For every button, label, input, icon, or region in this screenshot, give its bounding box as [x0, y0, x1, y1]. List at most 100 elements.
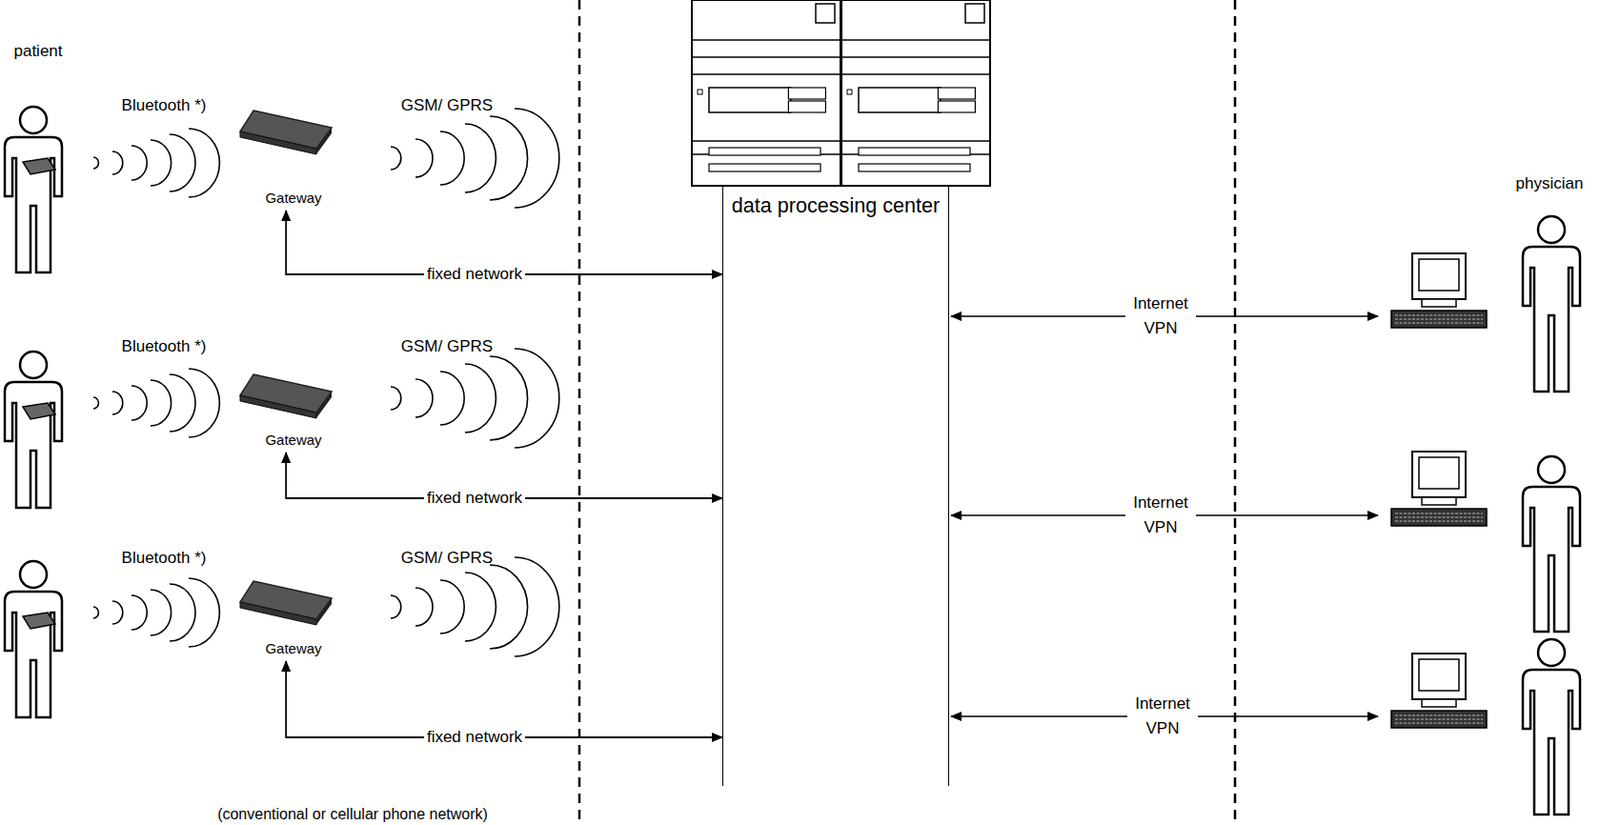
- rack-shelf: [841, 73, 991, 76]
- keyboard: [1391, 310, 1487, 328]
- text-label: patient: [13, 41, 62, 61]
- keyboard: [1391, 508, 1487, 527]
- radio-wave: [112, 151, 123, 175]
- dashed-divider: [1234, 0, 1237, 825]
- radio-wave: [415, 379, 433, 418]
- computer-icon: [1391, 653, 1487, 729]
- radio-wave: [169, 374, 196, 432]
- gateway-side: [316, 598, 332, 626]
- person-head: [1538, 639, 1565, 667]
- gateway-side: [316, 127, 332, 155]
- radio-wave: [390, 386, 402, 410]
- keyboard-keys: [1395, 322, 1483, 324]
- gateway-device: [240, 374, 332, 419]
- person-figure: [1522, 639, 1580, 815]
- node-label: Gateway: [264, 431, 322, 449]
- radio-wave: [131, 385, 147, 421]
- radio-wave: [93, 397, 99, 409]
- computer-icon: [1391, 451, 1487, 527]
- radio-wave: [169, 584, 196, 642]
- rack-panel: [937, 87, 975, 100]
- rack-shelf: [691, 39, 841, 41]
- radio-wave: [150, 140, 172, 186]
- radio-wave: [415, 139, 433, 178]
- edge-label: fixed network: [424, 264, 526, 284]
- radio-wave: [150, 380, 172, 426]
- gateway-node: Gateway: [262, 188, 325, 208]
- keyboard-keys: [1395, 516, 1483, 518]
- gateway-node: Gateway: [262, 430, 325, 450]
- radio-wave: [390, 595, 402, 619]
- screen: [1418, 457, 1459, 489]
- person-body: [1522, 669, 1580, 815]
- node-label: data processing center: [723, 193, 949, 219]
- radio-wave: [188, 578, 220, 648]
- radio-wave: [169, 134, 196, 192]
- edge-label: fixed network: [424, 728, 526, 748]
- rack-drive: [708, 163, 821, 172]
- gateway-node: Gateway: [262, 639, 325, 659]
- edge-label: fixed network: [424, 488, 526, 508]
- link-label: Internet VPN: [1125, 490, 1196, 541]
- rack-cabinet: [691, 0, 841, 186]
- person-figure: [1522, 216, 1580, 392]
- gateway-front: [240, 131, 317, 155]
- node-label: Gateway: [264, 189, 322, 207]
- rack-shelf: [691, 73, 841, 76]
- text-label: GSM/ GPRS: [401, 548, 493, 568]
- monitor-base: [1421, 299, 1457, 307]
- person-head: [20, 561, 47, 588]
- person-figure: [4, 351, 62, 508]
- data-center-node: data processing center: [722, 185, 950, 787]
- radio-wave: [131, 595, 147, 630]
- gateway-device: [240, 581, 332, 626]
- radio-wave: [188, 128, 220, 198]
- screen: [1418, 259, 1459, 291]
- radio-wave: [131, 145, 147, 181]
- person-body: [1522, 486, 1580, 632]
- radio-wave: [415, 587, 433, 627]
- sensor-device: [22, 612, 56, 629]
- rack-panel: [708, 87, 791, 113]
- gateway-side: [316, 391, 332, 419]
- link-label: Internet VPN: [1127, 691, 1198, 742]
- rack-drive: [858, 147, 971, 156]
- keyboard-keys: [1395, 314, 1483, 316]
- radio-wave: [465, 123, 496, 193]
- text-label: GSM/ GPRS: [401, 337, 493, 357]
- radio-wave: [489, 565, 528, 649]
- keyboard-keys: [1395, 718, 1483, 720]
- rack-panel: [858, 87, 941, 113]
- gateway-front: [240, 602, 317, 626]
- keyboard-keys: [1395, 722, 1483, 724]
- text-label: (conventional or cellular phone network): [217, 805, 488, 824]
- text-label: GSM/ GPRS: [401, 96, 493, 116]
- rack-led: [847, 89, 852, 95]
- radio-wave: [112, 391, 123, 415]
- connector: [285, 661, 723, 738]
- radio-wave: [93, 157, 99, 169]
- sensor-device: [22, 158, 56, 175]
- radio-wave: [440, 131, 465, 185]
- radio-wave: [188, 368, 220, 438]
- rack-panel: [788, 87, 826, 100]
- link-label: Internet VPN: [1125, 291, 1196, 342]
- text-label: Bluetooth *): [121, 96, 207, 116]
- text-label: Bluetooth *): [121, 548, 207, 568]
- monitor: [1412, 253, 1466, 300]
- keyboard-keys: [1395, 714, 1483, 716]
- keyboard-keys: [1395, 318, 1483, 320]
- rack-panel: [937, 101, 975, 113]
- screen: [1418, 659, 1459, 691]
- text-label: physician: [1516, 174, 1584, 194]
- person-head: [20, 351, 47, 379]
- rack-drive: [708, 147, 821, 156]
- rack-button: [815, 3, 835, 23]
- dashed-divider: [578, 0, 582, 825]
- radio-wave: [514, 557, 560, 657]
- radio-wave: [112, 601, 123, 625]
- monitor-base: [1421, 699, 1457, 708]
- radio-wave: [465, 364, 496, 433]
- person-head: [1538, 216, 1565, 244]
